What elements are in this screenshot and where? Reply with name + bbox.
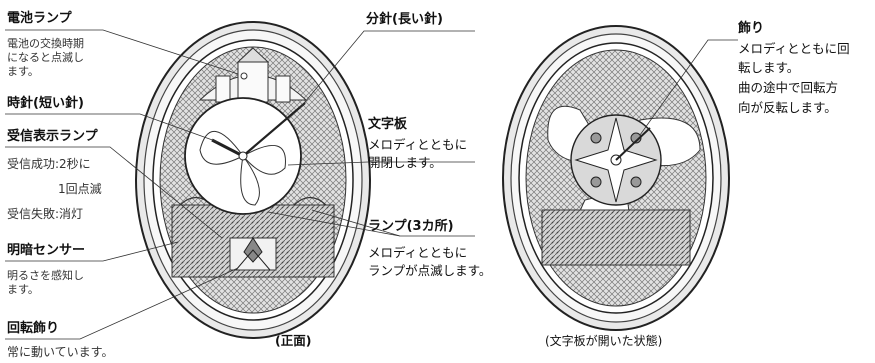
decoration-desc-2: 転します。 xyxy=(738,60,800,75)
receive-lamp-desc-1: 受信成功:2秒に xyxy=(7,157,91,171)
light-sensor-desc-2: ます。 xyxy=(7,283,39,296)
hour-hand xyxy=(211,138,244,158)
rotating-decoration-ornament xyxy=(229,237,277,271)
dial-title: 文字板 xyxy=(368,117,408,132)
clock-open-view xyxy=(502,25,730,331)
lamps-desc-1: メロディとともに xyxy=(368,245,468,260)
leader-lines xyxy=(5,29,738,340)
decoration-desc-4: 向が反転します。 xyxy=(738,100,837,115)
minute-hand-title: 分針(長い針) xyxy=(366,12,443,27)
light-sensor-title: 明暗センサー xyxy=(7,243,86,258)
dial-face xyxy=(184,97,306,215)
battery-lamp-title: 電池ランプ xyxy=(7,11,72,26)
caption-open: (文字板が開いた状態) xyxy=(545,334,663,348)
battery-lamp-desc-1: 電池の交換時期 xyxy=(7,37,84,50)
lamps-title: ランプ(3カ所) xyxy=(368,219,454,234)
receive-lamp-desc-2: 1回点滅 xyxy=(58,182,102,196)
minute-hand xyxy=(242,102,306,157)
lamps-desc-2: ランプが点滅します。 xyxy=(368,263,492,278)
rotating-decor-desc: 常に動いています。 xyxy=(7,345,114,359)
dial-desc-1: メロディとともに xyxy=(368,137,468,152)
battery-lamp-desc-3: ます。 xyxy=(7,65,39,78)
decoration-desc-1: メロディとともに回 xyxy=(738,41,850,56)
battery-lamp-desc-2: になると点滅し xyxy=(7,51,84,64)
castle-ornament xyxy=(198,47,308,103)
dial-desc-2: 開閉します。 xyxy=(368,155,442,170)
hour-hand-title: 時針(短い針) xyxy=(7,96,84,111)
receive-lamp-title: 受信表示ランプ xyxy=(7,129,98,144)
decoration-title: 飾り xyxy=(738,21,765,36)
clock-front-view xyxy=(135,21,371,339)
rotating-decor-title: 回転飾り xyxy=(7,321,60,336)
light-sensor-desc-1: 明るさを感知し xyxy=(7,269,84,282)
receive-lamp-desc-3: 受信失敗:消灯 xyxy=(7,207,84,221)
caption-front: (正面) xyxy=(275,333,312,348)
decoration-desc-3: 曲の途中で回転方 xyxy=(738,80,839,95)
